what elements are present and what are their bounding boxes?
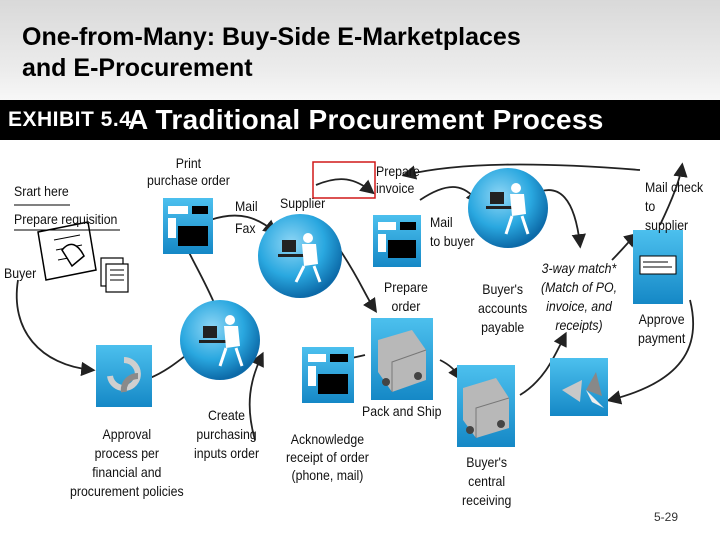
supplier-workstation-icon <box>258 214 342 298</box>
acknowledge-document-icon <box>302 347 354 403</box>
exhibit-label: EXHIBIT 5.4 <box>8 108 132 131</box>
exhibit-band <box>0 100 720 140</box>
receiving-truck-icon <box>457 365 515 447</box>
approval-cycle-icon <box>96 345 152 407</box>
accounts-payable-workstation-icon <box>468 168 548 248</box>
supplier-label: Supplier <box>280 195 326 211</box>
acknowledge-receipt-label: Acknowledge receipt of order (phone, mai… <box>286 431 369 483</box>
po-document-icon <box>163 198 213 254</box>
slide-title: One-from-Many: Buy-Side E-Marketplaces a… <box>22 23 521 82</box>
arrow-payment-loop <box>606 299 695 405</box>
diagram-area <box>0 140 720 540</box>
create-order-workstation-icon <box>180 300 260 380</box>
invoice-document-icon <box>373 215 421 267</box>
requisition-writing-icon <box>37 221 97 281</box>
page-number: 5-29 <box>654 510 679 524</box>
procurement-flow-diagram <box>14 161 695 447</box>
exhibit-title: A Traditional Procurement Process <box>128 104 604 135</box>
buyers-ap-label: Buyer's accounts payable <box>478 281 528 335</box>
arrow-ack-loop <box>248 351 264 441</box>
match-arrows-icon <box>550 358 608 416</box>
flow-arrows <box>15 162 695 441</box>
start-here-label: Srart here <box>14 183 69 199</box>
pack-ship-truck-icon <box>371 318 433 400</box>
approval-process-label: Approval process per financial and procu… <box>70 426 184 499</box>
highlight-box <box>312 161 376 199</box>
slide-header <box>0 0 720 100</box>
requisition-forms-icon <box>100 257 129 293</box>
arrow-mailcheck-to-supplier <box>401 163 641 180</box>
print-po-label: Print purchase order <box>147 155 230 188</box>
three-way-match-label: 3-way match* (Match of PO, invoice, and … <box>541 260 617 333</box>
arrow-approve-to-mailcheck <box>659 162 688 226</box>
mail-to-buyer-label: Mail to buyer <box>430 214 475 249</box>
central-receiving-label: Buyer's central receiving <box>462 454 512 508</box>
approve-payment-label: Approve payment <box>638 311 686 346</box>
mail-check-label: Mail check to supplier <box>645 179 704 233</box>
create-inputs-label: Create purchasing inputs order <box>194 407 260 461</box>
arrow-supplier-to-invoice <box>315 178 375 195</box>
arrow-buyer-to-approval <box>15 279 96 377</box>
arrow-match-to-approve <box>611 232 639 261</box>
prepare-order-label: Prepare order <box>384 279 428 314</box>
prepare-requisition-label: Prepare requisition <box>14 211 118 227</box>
payment-check-icon <box>633 230 683 304</box>
buyer-label: Buyer <box>4 265 37 281</box>
mail-fax-label: Mail Fax <box>235 198 258 236</box>
prepare-invoice-label: Prepare invoice <box>376 163 420 196</box>
pack-ship-label: Pack and Ship <box>362 403 442 419</box>
arrow-supplier-to-order <box>339 249 377 313</box>
arrow-receiving-to-match <box>519 331 567 396</box>
